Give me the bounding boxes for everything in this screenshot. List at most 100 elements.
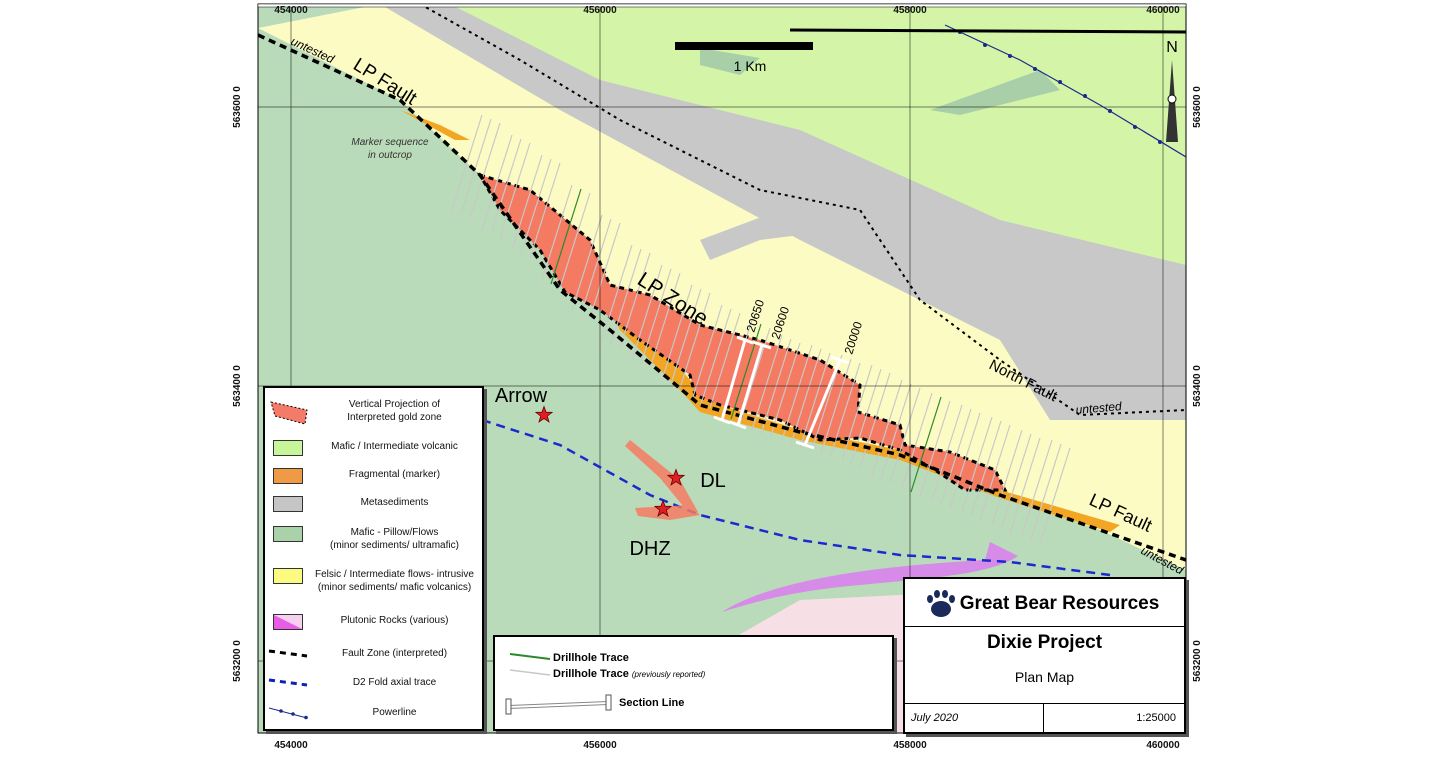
drillhole-trace bbox=[490, 138, 522, 235]
northing-tick-right: 563400 0 bbox=[1192, 365, 1203, 407]
scale-bar-label: 1 Km bbox=[734, 58, 767, 74]
d2-fold-axial-trace bbox=[481, 418, 1111, 577]
dl-star-icon bbox=[666, 468, 686, 486]
arrow-star-icon bbox=[534, 405, 554, 423]
title-block: Great Bear Resources Dixie Project Plan … bbox=[903, 577, 1186, 734]
drillhole-trace bbox=[850, 368, 882, 465]
northing-tick-left: 563600 0 bbox=[232, 86, 243, 128]
easting-tick-top: 456000 bbox=[583, 5, 617, 16]
legend-label: Fragmental (marker) bbox=[348, 469, 441, 480]
arrow-label: Arrow bbox=[495, 385, 548, 407]
drillhole-trace bbox=[649, 272, 681, 369]
drillhole-trace bbox=[541, 184, 573, 281]
easting-tick-top: 460000 bbox=[1146, 5, 1180, 16]
drillhole-trace bbox=[970, 420, 1002, 517]
bear-paw-logo bbox=[927, 590, 955, 617]
drillhole-trace bbox=[559, 192, 591, 289]
legend-swatch bbox=[273, 568, 303, 584]
legend-line-swatch bbox=[268, 678, 308, 687]
drillhole-trace bbox=[1000, 433, 1032, 530]
drillhole-trace bbox=[481, 134, 513, 231]
drillhole-trace bbox=[511, 154, 543, 251]
marker-sequence-label: in outcrop bbox=[368, 150, 412, 161]
drillhole-trace bbox=[460, 118, 492, 215]
section-lines bbox=[713, 335, 850, 450]
easting-tick-bottom: 456000 bbox=[583, 740, 617, 751]
legend-label: Fault Zone (interpreted) bbox=[341, 648, 448, 659]
drillhole-trace bbox=[679, 292, 711, 389]
drillhole-prev-label: Drillhole Trace bbox=[553, 668, 629, 680]
legend-label: Powerline bbox=[372, 707, 417, 718]
dhz-star-icon bbox=[653, 499, 673, 517]
northing-tick-right: 563600 0 bbox=[1192, 86, 1203, 128]
drillhole-trace bbox=[949, 412, 981, 509]
legend-swatch bbox=[273, 440, 303, 456]
drillhole-trace bbox=[1039, 447, 1071, 544]
prev-note: (previously reported) bbox=[631, 670, 706, 679]
drillhole-trace bbox=[601, 244, 633, 341]
drillhole-trace bbox=[1021, 439, 1053, 536]
drillhole-trace bbox=[589, 222, 621, 319]
drillhole-trace bbox=[631, 264, 663, 361]
drillhole-trace bbox=[799, 352, 831, 449]
drillhole-trace bbox=[709, 312, 741, 409]
drillhole-trace bbox=[901, 392, 933, 489]
drillhole-trace bbox=[640, 268, 672, 365]
drillhole-trace bbox=[550, 188, 582, 285]
north-label: N bbox=[1166, 39, 1178, 56]
marker-sequence-label: Marker sequence bbox=[351, 137, 429, 148]
legend-label: (minor sediments/ mafic volcanics) bbox=[317, 582, 472, 593]
drillhole-trace bbox=[961, 416, 993, 513]
drillhole-trace-label: Drillhole Trace bbox=[553, 652, 629, 664]
dl-label: DL bbox=[700, 470, 726, 492]
legend-swatch bbox=[273, 468, 303, 484]
drillhole-trace bbox=[880, 383, 912, 480]
lp-fault bbox=[258, 33, 1186, 562]
company-name: Great Bear Resources bbox=[959, 593, 1160, 614]
drillhole-trace bbox=[739, 327, 771, 424]
drillhole-trace bbox=[889, 387, 921, 484]
mafic-dark-patch-2 bbox=[930, 70, 1060, 115]
drillhole-trace bbox=[829, 362, 861, 459]
legend-label: Vertical Projection of bbox=[348, 399, 441, 410]
drillhole-trace bbox=[931, 404, 963, 501]
untested-north-label: untested bbox=[1075, 399, 1122, 417]
drillhole-trace bbox=[820, 358, 852, 455]
legend-label: D2 Fold axial trace bbox=[352, 677, 437, 688]
mafic-dark-patch-3 bbox=[700, 48, 760, 75]
powerline-swatch bbox=[268, 707, 308, 720]
drillhole-trace bbox=[661, 284, 693, 381]
legend-label: Mafic - Pillow/Flows bbox=[350, 527, 439, 538]
drillhole-trace bbox=[940, 408, 972, 505]
northing-tick-left: 563200 0 bbox=[232, 640, 243, 682]
legend-label: Metasediments bbox=[360, 497, 429, 508]
map-scale: 1:25000 bbox=[1136, 712, 1176, 724]
drillhole-trace bbox=[1009, 437, 1041, 534]
drillhole-trace bbox=[790, 348, 822, 445]
easting-tick-top: 458000 bbox=[893, 5, 927, 16]
drillhole-trace bbox=[529, 162, 561, 259]
drillhole-trace bbox=[580, 218, 612, 315]
drillhole-trace bbox=[691, 304, 723, 401]
easting-tick-top: 454000 bbox=[274, 5, 308, 16]
drillhole-legend: Drillhole Trace Drillhole Trace (previou… bbox=[493, 635, 894, 731]
project-name: Dixie Project bbox=[986, 632, 1103, 653]
drillhole-trace bbox=[571, 214, 603, 311]
northing-tick-left: 563400 0 bbox=[232, 365, 243, 407]
drillhole-trace bbox=[979, 424, 1011, 521]
map-date: July 2020 bbox=[911, 712, 959, 724]
drillhole-trace bbox=[451, 114, 483, 211]
drillhole-trace bbox=[841, 364, 873, 461]
legend-line-swatch bbox=[268, 649, 308, 658]
drillhole-trace bbox=[730, 323, 762, 420]
drillhole-trace bbox=[619, 252, 651, 349]
drillhole-trace bbox=[991, 429, 1023, 526]
easting-tick-bottom: 458000 bbox=[893, 740, 927, 751]
drillhole-trace bbox=[769, 342, 801, 439]
easting-tick-bottom: 454000 bbox=[274, 740, 308, 751]
legend-label: Mafic / Intermediate volcanic bbox=[331, 441, 458, 452]
drillhole-trace bbox=[610, 248, 642, 345]
north-arrow: N bbox=[1166, 39, 1178, 142]
drillhole-trace bbox=[1030, 443, 1062, 540]
